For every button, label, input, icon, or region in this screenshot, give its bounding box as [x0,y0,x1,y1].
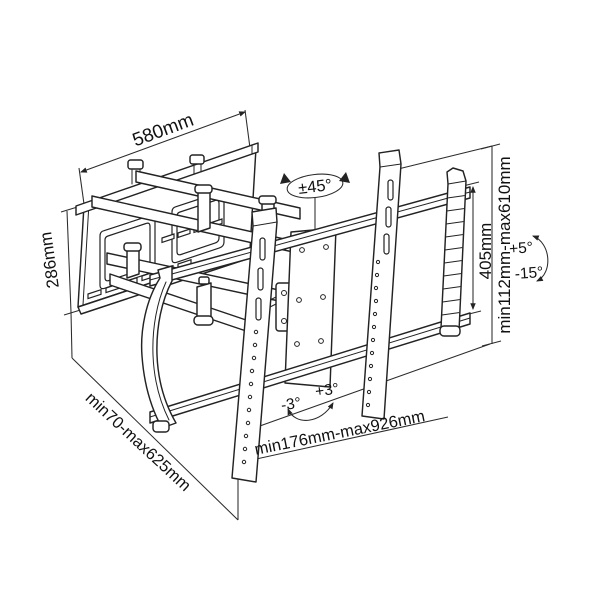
rail-ladder-cap-line [447,180,467,185]
rail-hole [370,337,376,343]
rail-hole [242,446,248,452]
label-tilt-up: +5° [509,239,534,258]
tilt-arrow-arc [532,235,549,282]
rail-hole [246,407,252,413]
rail-hole [372,311,378,317]
label-level-left: -3° [280,395,302,415]
rail-left-profile-body [140,265,177,429]
rail-slot [257,267,264,291]
rail-hole [365,402,371,408]
arm-post-4-bolt [198,276,210,285]
label-bracket-width-range: min176mm-max926mm [253,407,426,459]
label-wall-plate-height: 286mm [36,231,63,290]
rail-slot [259,237,266,261]
dim-286-line [66,210,72,313]
rail-hole [245,420,251,426]
rail-ladder-rungs [441,195,465,316]
right-plane-top-edge [389,145,493,172]
label-swivel-range: ±45° [297,176,333,198]
label-bracket-height: 405mm [476,223,495,280]
crossbar-top-face-line [149,191,471,281]
depth-plane-left-edge [70,311,73,359]
rail-slot [383,233,390,255]
adapter-hole [323,244,329,250]
tv-rail-right [361,149,402,420]
rail-right-cap-line [379,163,402,168]
dim-580-line [80,111,246,173]
label-mount-height-range: min112mm-max610mm [495,156,514,333]
tv-rail-left [231,207,278,483]
rail-ladder-body [440,167,467,332]
rail-hole [369,350,375,356]
dim-height-range-tick-bottom [481,340,502,347]
arm-post-1 [197,188,211,233]
dim-width-line [237,416,449,464]
bolt-head-right [189,154,205,165]
tv-rails [140,149,467,483]
adapter-hole [318,338,324,344]
rail-hole [241,459,247,465]
label-wall-plate-width: 580mm [130,110,197,152]
rail-right-body [361,149,402,420]
rail-hole [249,368,255,374]
rail-hole [374,272,380,278]
rail-hole [367,376,373,382]
rail-slot [387,179,394,201]
swivel-arrow-ellipse [286,173,344,199]
rail-hole [373,298,379,304]
rail-hole [368,363,374,369]
rail-ladder-foot [439,325,461,337]
rail-hole [247,394,253,400]
rail-hole [375,259,381,265]
rail-hole [371,324,377,330]
bolt-head-left [127,159,144,170]
rail-hole [251,355,257,361]
arm-post-1-cap [194,184,213,194]
dim-depth-line [71,357,239,521]
level-arrow-arc [287,402,334,421]
dim-580-ext-left [78,167,85,205]
rail-left-cap-line [252,221,278,227]
rail-hole [248,381,254,387]
adapter-hole [320,294,326,300]
adapter-hole [294,341,300,347]
adapter-hole [299,247,305,253]
tv-rail-left-profile [140,265,177,433]
rail-hole [253,329,259,335]
rail-hole [243,433,249,439]
rail-left-profile-foot [152,420,170,433]
arm-upper-rear [135,170,301,220]
arm-post-3-cap [123,242,142,252]
crossbar-bottom-face-line [149,317,471,418]
swivel-arrowhead-left [280,173,291,184]
bolt-stem-right [193,163,202,175]
rail-left-profile-inner-line [152,281,170,421]
label-level-right: +3° [314,380,340,400]
dim-580-ext-right [244,109,251,149]
arm-post-2-cap [258,195,277,205]
arm-post-4-foot [193,315,214,326]
pivot-bolt-bottom [281,318,287,324]
wall-plate-edge-line [82,202,90,306]
dimension-construction-lines [60,109,549,521]
label-tilt-down: -15° [514,264,544,283]
rail-hole [366,389,372,395]
wall-plate-slot-row-mid [161,218,223,244]
tv-rail-right-profile [439,167,467,337]
adapter-hole [296,297,302,303]
rail-hole [373,285,379,291]
rail-hole [252,342,258,348]
rail-slot [385,206,392,228]
dim-height-range-tick-top [480,143,501,150]
swivel-arrowhead-right [339,172,350,183]
pivot-bolt-top [281,290,287,296]
rail-slot [255,297,262,321]
